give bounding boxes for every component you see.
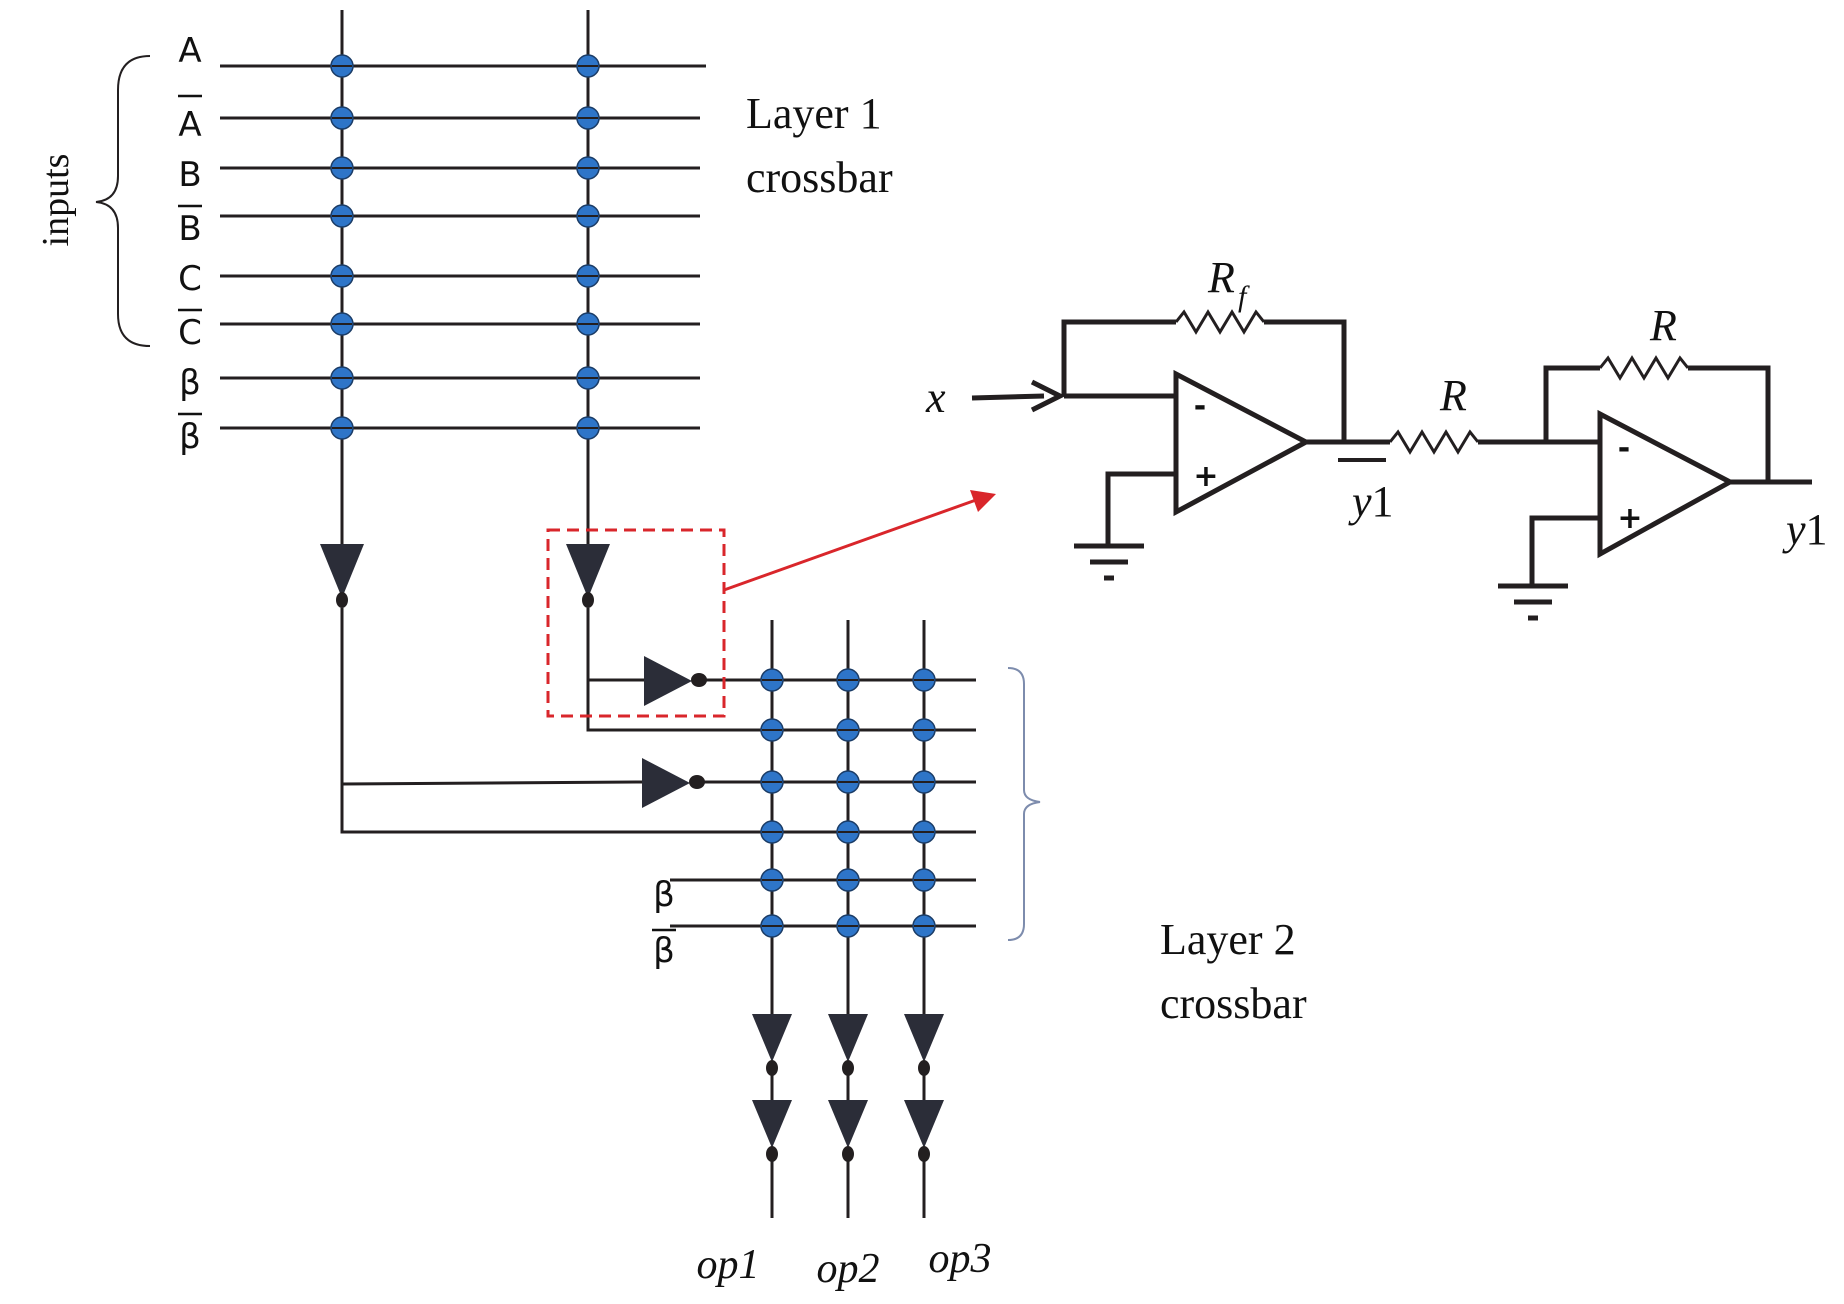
row-label-b: B: [178, 155, 201, 195]
row-label-a-bar: A: [178, 105, 201, 145]
output-labels: op1 op2 op3: [697, 1236, 992, 1292]
buffer-gate-icon: [566, 544, 610, 598]
feedback-resistor-rf: [1174, 309, 1266, 335]
final-output-label: y: [1782, 505, 1806, 554]
resistor-label-rf: R: [1207, 253, 1235, 302]
opamp1-plus: +: [1193, 459, 1218, 494]
opamp2-plus: +: [1617, 501, 1642, 536]
layer1-nodes: [330, 54, 600, 440]
layer2-row-label-beta-bar: β: [653, 931, 675, 971]
output-chain-1: [752, 1014, 792, 1218]
highlight-box: [546, 528, 726, 718]
buffer-gate-icon: [904, 1100, 944, 1148]
opamp1-minus: -: [1194, 389, 1206, 424]
highlight-arrow-line: [723, 498, 977, 592]
svg-text:y1: y1: [1782, 505, 1828, 554]
buffer-gate-icon: [904, 1014, 944, 1062]
layer2-bracket: [1007, 667, 1041, 941]
inverter-bubble: [842, 1146, 854, 1162]
layer2-row-label-beta: β: [653, 875, 675, 915]
layer1-title-line1: Layer 1: [746, 89, 882, 138]
layer1-output-buffers: [320, 544, 610, 608]
resistor-label-series-r: R: [1439, 371, 1467, 420]
layer2-title-line1: Layer 2: [1160, 915, 1296, 964]
inverter-bubble: [918, 1060, 930, 1076]
output-chain-2: [828, 1014, 868, 1218]
mid-output-label-num: 1: [1372, 477, 1394, 526]
inverter-gate-icon: [642, 758, 690, 808]
resistor-label-rf-sub: f: [1238, 280, 1250, 313]
buffer-gate-icon: [828, 1014, 868, 1062]
resistor-label-feedback-r: R: [1649, 301, 1677, 350]
layer1-node-crosshair: [332, 65, 598, 429]
ground-icon: [1074, 543, 1144, 581]
row-label-c: C: [178, 259, 202, 299]
inverter-bubble: [582, 592, 594, 608]
layer2-input-inverters: [642, 656, 707, 808]
opamp-signs: - + - +: [1193, 389, 1642, 536]
inverter-bubble: [766, 1060, 778, 1076]
series-resistor: [1388, 429, 1480, 455]
inverter-bubble: [691, 673, 707, 687]
input-arrow-icon: [1030, 379, 1066, 413]
layer2-node-crosshair: [762, 679, 934, 927]
row-label-a: A: [178, 31, 201, 71]
svg-text:y1: y1: [1348, 477, 1394, 526]
input-label-x: x: [925, 373, 946, 422]
row-label-beta-bar: β: [179, 417, 201, 457]
inputs-label: inputs: [35, 154, 77, 247]
buffer-gate-icon: [752, 1014, 792, 1062]
opamp-1-icon: [1173, 369, 1312, 517]
final-output-label-num: 1: [1806, 505, 1828, 554]
circuit-labels: x R f R R: [925, 253, 1677, 422]
output-buffers: [752, 1014, 944, 1218]
layer1-row-labels: A A B B C C β β: [178, 31, 202, 457]
layer1-title-line2: crossbar: [746, 153, 893, 202]
output-label-op3: op3: [929, 1236, 992, 1282]
ground-icon: [1498, 583, 1568, 621]
inverter-bubble: [766, 1146, 778, 1162]
output-y-labels: y1 y1: [1348, 477, 1828, 554]
highlight-arrow-head-icon: [970, 490, 996, 512]
negation-overbars: [178, 94, 202, 416]
output-chain-3: [904, 1014, 944, 1218]
opamp-2-icon: [1597, 409, 1736, 559]
buffer-gate-icon: [828, 1100, 868, 1148]
buffer-gate-icon: [752, 1100, 792, 1148]
opamp-circuit: [971, 309, 1812, 586]
row-label-c-bar: C: [178, 313, 202, 353]
inverter-gate-icon: [644, 656, 692, 706]
inverter-bubble: [336, 592, 348, 608]
layer2-row-labels: β β: [653, 875, 675, 971]
inverter-bubble: [689, 775, 705, 789]
layer1-crossbar: [220, 10, 706, 560]
inverter-bubble: [842, 1060, 854, 1076]
output-label-op2: op2: [817, 1246, 880, 1292]
inverter-bubble: [918, 1146, 930, 1162]
row-label-b-bar: B: [178, 209, 201, 249]
feedback-resistor-r: [1598, 355, 1690, 381]
mid-output-label: y: [1348, 477, 1372, 526]
output-label-op1: op1: [697, 1242, 760, 1288]
inputs-brace: [95, 55, 151, 347]
opamp2-minus: -: [1618, 431, 1630, 466]
row-label-beta: β: [179, 363, 201, 403]
layer2-title-line2: crossbar: [1160, 979, 1307, 1028]
buffer-gate-icon: [320, 544, 364, 598]
